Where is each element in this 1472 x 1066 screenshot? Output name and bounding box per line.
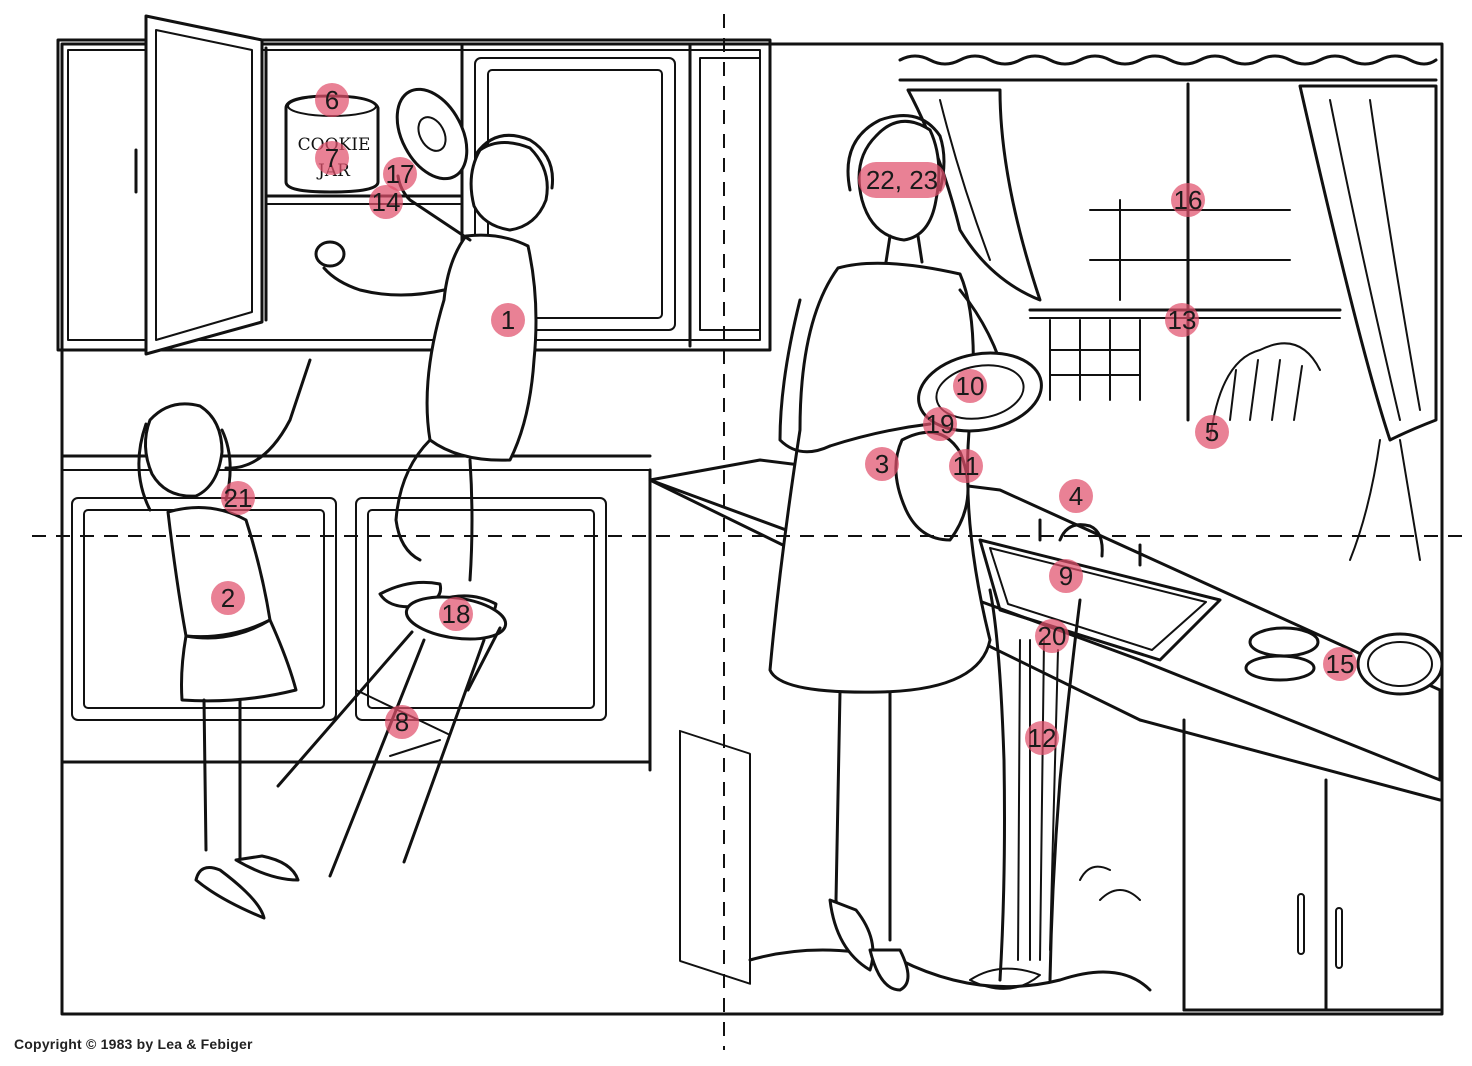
marker-label-22: 22, 23 — [866, 165, 938, 195]
marker-label-16: 16 — [1174, 185, 1203, 215]
jar-lid — [395, 87, 469, 181]
marker-dot-6 — [315, 83, 349, 117]
marker-dot-20 — [1035, 619, 1069, 653]
lower-cabinets — [60, 454, 652, 764]
marker-label-10: 10 — [956, 371, 985, 401]
marker-label-2: 2 — [221, 583, 235, 613]
marker-dot-9 — [1049, 559, 1083, 593]
marker-label-1: 1 — [501, 305, 515, 335]
marker-label-15: 15 — [1326, 649, 1355, 679]
marker-label-19: 19 — [926, 409, 955, 439]
open-cabinet-door — [134, 14, 264, 356]
marker-dot-21 — [221, 481, 255, 515]
marker-dot-18 — [439, 597, 473, 631]
marker-label-20: 20 — [1038, 621, 1067, 651]
marker-dot-8 — [385, 705, 419, 739]
stool — [276, 595, 508, 878]
marker-label-14: 14 — [372, 187, 401, 217]
cookie — [314, 240, 346, 268]
marker-label-7: 7 — [325, 143, 339, 173]
marker-label-4: 4 — [1069, 481, 1083, 511]
marker-label-9: 9 — [1059, 561, 1073, 591]
picture-frame — [60, 42, 1444, 1016]
marker-dot-10 — [953, 369, 987, 403]
marker-dot-5 — [1195, 415, 1229, 449]
boy — [322, 133, 555, 622]
marker-dot-12 — [1025, 721, 1059, 755]
marker-label-21: 21 — [224, 483, 253, 513]
marker-label-8: 8 — [395, 707, 409, 737]
marker-dot-14 — [369, 185, 403, 219]
marker-dot-7 — [315, 141, 349, 175]
marker-label-17: 17 — [386, 159, 415, 189]
marker-dot-19 — [923, 407, 957, 441]
marker-dot-15 — [1323, 647, 1357, 681]
marker-dot-4 — [1059, 479, 1093, 513]
copyright-notice: Copyright © 1983 by Lea & Febiger — [14, 1036, 253, 1052]
marker-label-18: 18 — [442, 599, 471, 629]
marker-dot-3 — [865, 447, 899, 481]
girl — [137, 358, 312, 920]
dishes — [1244, 626, 1444, 696]
marker-label-12: 12 — [1028, 723, 1057, 753]
marker-dot-2 — [211, 581, 245, 615]
marker-dot-13 — [1165, 303, 1199, 337]
marker-label-3: 3 — [875, 449, 889, 479]
marker-label-5: 5 — [1205, 417, 1219, 447]
marker-label-11: 11 — [953, 451, 980, 481]
marker-dot-1 — [491, 303, 525, 337]
marker-dot-17 — [383, 157, 417, 191]
marker-dot-22 — [858, 162, 946, 198]
window — [768, 42, 1442, 441]
marker-dot-11 — [949, 449, 983, 483]
marker-label-6: 6 — [325, 85, 339, 115]
marker-label-13: 13 — [1168, 305, 1197, 335]
overflowing-water — [748, 588, 1152, 992]
marker-dot-16 — [1171, 183, 1205, 217]
